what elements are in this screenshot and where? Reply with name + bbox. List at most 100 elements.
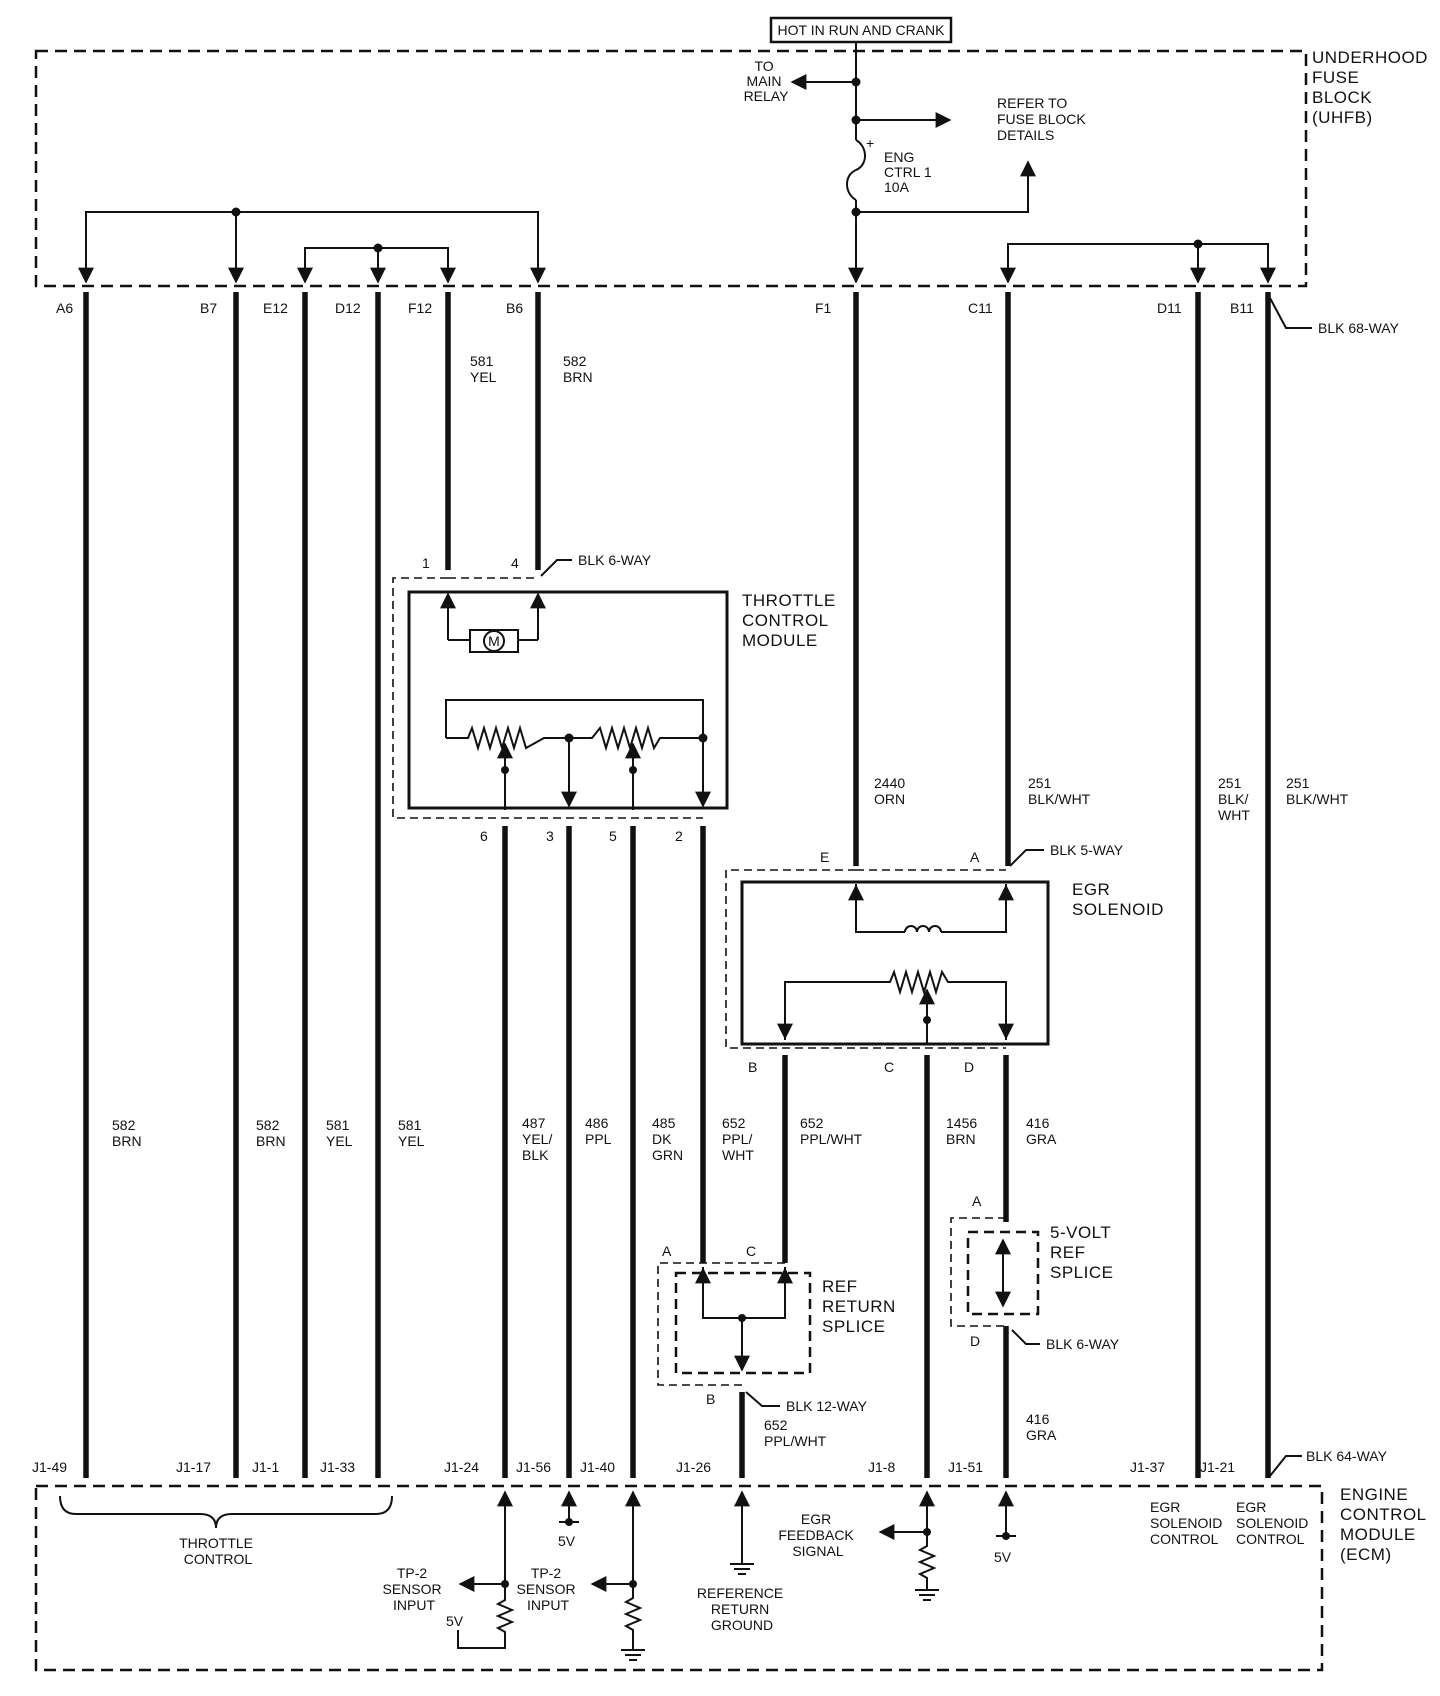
ecm-pin-j1-49: J1-49 bbox=[32, 1459, 67, 1475]
egr-solenoid-control-a: EGR SOLENOID CONTROL bbox=[1150, 1499, 1226, 1547]
egr-solenoid-box bbox=[740, 880, 1050, 1046]
throttle-module-box bbox=[407, 590, 729, 810]
tcm-pin-3: 3 bbox=[546, 828, 554, 844]
throttle-control-label: THROTTLE CONTROL bbox=[179, 1535, 257, 1567]
pin-e12: E12 bbox=[263, 300, 288, 316]
fuse-label: ENG CTRL 1 10A bbox=[884, 149, 936, 195]
ecm-pin-j1-51: J1-51 bbox=[948, 1459, 983, 1475]
ref-splice-pin-a: A bbox=[662, 1243, 672, 1259]
reference-return-ground: REFERENCE RETURN GROUND bbox=[697, 1585, 787, 1633]
ecm-boundary bbox=[34, 1484, 1324, 1672]
ecm-pin-j1-40: J1-40 bbox=[580, 1459, 615, 1475]
pin-f1: F1 bbox=[815, 300, 832, 316]
refer-fuse-block-label: REFER TO FUSE BLOCK DETAILS bbox=[997, 95, 1090, 143]
throttle-control-brace bbox=[59, 1495, 393, 1529]
five-volt-ref-splice: 5-VOLT REF SPLICE A D BLK 6-WAY bbox=[950, 1193, 1120, 1352]
power-source-label: HOT IN RUN AND CRANK bbox=[778, 22, 946, 38]
pin-b11: B11 bbox=[1230, 300, 1254, 316]
ref-splice-box bbox=[674, 1271, 812, 1375]
five-volt-splice-connector: BLK 6-WAY bbox=[1046, 1336, 1120, 1352]
egr-solenoid-label: EGR SOLENOID bbox=[1072, 880, 1164, 919]
fuse-polarity: + bbox=[866, 135, 874, 151]
coil-icon bbox=[904, 925, 942, 933]
throttle-module-label: THROTTLE CONTROL MODULE bbox=[742, 591, 841, 650]
tp2-sensor-input-b: TP-2 SENSOR INPUT bbox=[516, 1565, 579, 1613]
egr-connector-label: BLK 5-WAY bbox=[1050, 842, 1124, 858]
five-volt-splice-pin-d: D bbox=[970, 1333, 980, 1349]
pin-c11: C11 bbox=[968, 300, 993, 316]
egr-pin-d: D bbox=[964, 1059, 974, 1075]
tcm-pin-5: 5 bbox=[609, 828, 617, 844]
ecm-label: ENGINE CONTROL MODULE (ECM) bbox=[1340, 1485, 1431, 1564]
ecm-pin-j1-17: J1-17 bbox=[176, 1459, 211, 1475]
egr-feedback-signal: EGR FEEDBACK SIGNAL bbox=[778, 1511, 857, 1559]
five-volt-c: 5V bbox=[994, 1549, 1012, 1565]
ecm-pin-j1-56: J1-56 bbox=[516, 1459, 551, 1475]
power-source: HOT IN RUN AND CRANK bbox=[769, 16, 953, 44]
ecm-pin-j1-8: J1-8 bbox=[868, 1459, 895, 1475]
ref-splice-pin-b: B bbox=[706, 1391, 715, 1407]
ref-splice-label: REF RETURN SPLICE bbox=[822, 1277, 901, 1336]
underhood-fuse-block: UNDERHOOD FUSE BLOCK (UHFB) TO MAIN RELA… bbox=[34, 42, 1433, 336]
ecm-pin-j1-21: J1-21 bbox=[1200, 1459, 1235, 1475]
uhfb-label: UNDERHOOD FUSE BLOCK (UHFB) bbox=[1312, 48, 1433, 127]
five-volt-splice-label: 5-VOLT REF SPLICE bbox=[1050, 1223, 1116, 1282]
pin-b6: B6 bbox=[506, 300, 523, 316]
egr-pin-a: A bbox=[970, 849, 980, 865]
egr-solenoid-control-b: EGR SOLENOID CONTROL bbox=[1236, 1499, 1312, 1547]
tcm-connector-label: BLK 6-WAY bbox=[578, 552, 652, 568]
tcm-pin-1: 1 bbox=[422, 555, 430, 571]
tp2-sensor-input-a: TP-2 SENSOR INPUT bbox=[382, 1565, 445, 1613]
egr-pin-b: B bbox=[748, 1059, 757, 1075]
pin-d12: D12 bbox=[335, 300, 361, 316]
five-volt-a: 5V bbox=[446, 1613, 464, 1629]
pin-a6: A6 bbox=[56, 300, 73, 316]
egr-pin-e: E bbox=[820, 849, 829, 865]
ecm-connector-label: BLK 64-WAY bbox=[1306, 1448, 1388, 1464]
uhfb-connector-label: BLK 68-WAY bbox=[1318, 320, 1400, 336]
ref-splice-connector: BLK 12-WAY bbox=[786, 1398, 868, 1414]
uhfb-boundary bbox=[34, 49, 1308, 288]
fuse-symbol bbox=[846, 139, 866, 201]
pin-b7: B7 bbox=[200, 300, 217, 316]
motor-label: M bbox=[488, 633, 500, 649]
five-volt-splice-box bbox=[966, 1230, 1040, 1316]
tcm-pin-6: 6 bbox=[480, 828, 488, 844]
ecm-pin-j1-33: J1-33 bbox=[320, 1459, 355, 1475]
to-main-relay-label: TO MAIN RELAY bbox=[744, 58, 790, 104]
tcm-pin-4: 4 bbox=[511, 555, 519, 571]
ecm-pin-j1-1: J1-1 bbox=[252, 1459, 279, 1475]
throttle-control-module: THROTTLE CONTROL MODULE 1 4 BLK 6-WAY M … bbox=[392, 552, 841, 844]
pin-d11: D11 bbox=[1157, 300, 1182, 316]
egr-solenoid: EGR SOLENOID E A BLK 5-WAY B C D bbox=[725, 842, 1164, 1075]
ecm-pin-j1-37: J1-37 bbox=[1130, 1459, 1165, 1475]
five-volt-splice-pin-a: A bbox=[972, 1193, 982, 1209]
five-volt-b: 5V bbox=[558, 1533, 576, 1549]
motor-icon bbox=[483, 630, 505, 652]
harness-wires bbox=[83, 292, 1271, 1478]
ref-splice-pin-c: C bbox=[746, 1243, 756, 1259]
egr-pin-c: C bbox=[884, 1059, 894, 1075]
ecm-pin-j1-24: J1-24 bbox=[444, 1459, 479, 1475]
ref-return-splice: REF RETURN SPLICE A C B BLK 12-WAY bbox=[657, 1243, 901, 1414]
tcm-pin-2: 2 bbox=[675, 828, 683, 844]
